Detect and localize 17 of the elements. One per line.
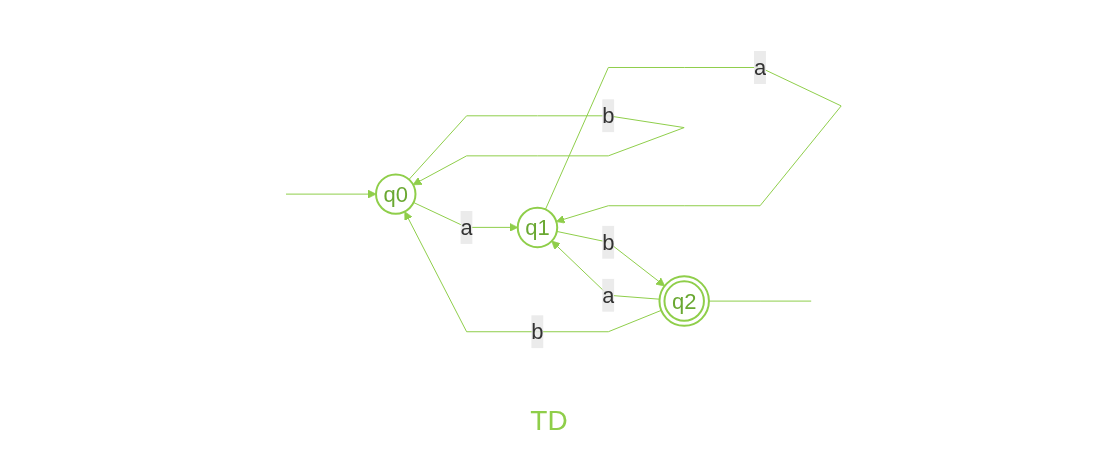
node-circle: q1	[517, 207, 559, 249]
arrow	[404, 211, 663, 333]
edge-label: b	[531, 319, 544, 345]
arrow	[551, 241, 661, 301]
edge-label: a	[460, 215, 474, 241]
edge-label: a	[602, 283, 615, 309]
edge-label: b	[602, 103, 615, 129]
arrow	[413, 202, 519, 233]
arrow	[285, 190, 377, 199]
node-circle: q2	[658, 275, 711, 328]
node-circle: q0	[375, 173, 417, 216]
arrow	[545, 67, 843, 224]
arrow	[556, 231, 666, 287]
edge-label: a	[754, 55, 767, 81]
edge-label: b	[602, 230, 615, 256]
arrow	[408, 115, 686, 186]
note-text: TD	[530, 405, 568, 436]
